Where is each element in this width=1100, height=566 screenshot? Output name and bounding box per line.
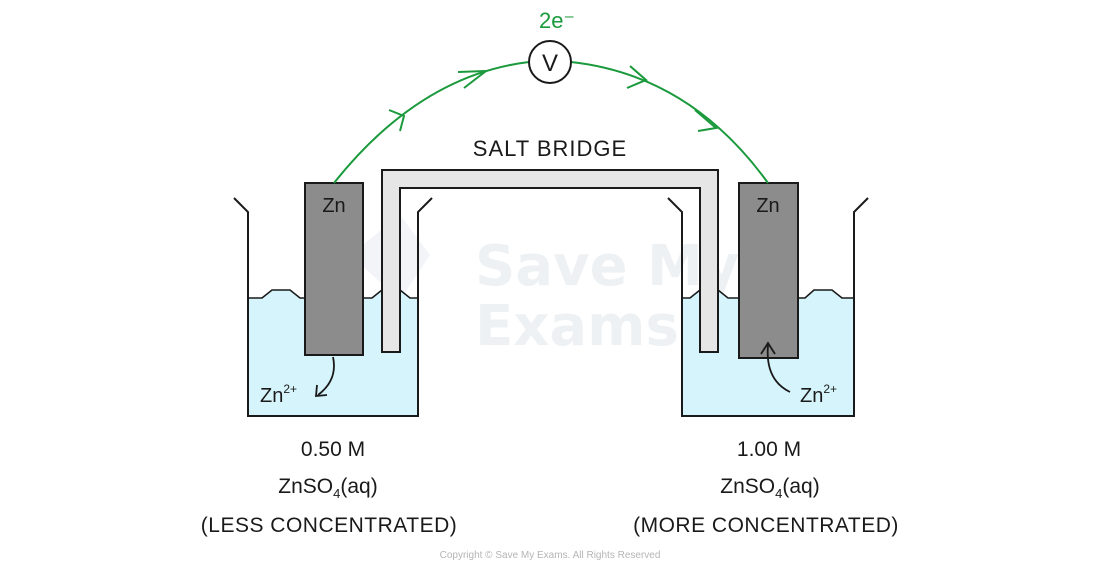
voltmeter: V: [528, 40, 572, 84]
right-beaker: [667, 197, 869, 417]
voltmeter-icon: [528, 40, 572, 84]
left-ion-arrow: [317, 356, 335, 396]
electron-arrow-icon: [388, 109, 406, 132]
voltmeter-symbol: V: [542, 50, 558, 77]
arrow-head-icon: [760, 341, 776, 355]
right-zinc-electrode: [738, 182, 799, 359]
left-electrode-label: Zn: [322, 195, 345, 217]
left-zinc-electrode: [304, 182, 364, 356]
left-solution: [248, 290, 418, 416]
left-beaker: [233, 197, 433, 417]
left-note: (LESS CONCENTRATED): [201, 514, 457, 537]
wire-left: [333, 61, 530, 184]
salt-bridge: [381, 169, 719, 353]
watermark-line1: Save My: [475, 234, 739, 299]
copyright-text: Copyright © Save My Exams. All Rights Re…: [440, 550, 661, 561]
electron-label: 2e⁻: [539, 8, 575, 33]
salt-bridge-label: SALT BRIDGE: [473, 136, 627, 161]
electron-arrow-icon: [626, 65, 648, 89]
left-solution-formula: ZnSO4(aq): [278, 475, 377, 501]
right-electrode-label: Zn: [756, 195, 779, 217]
right-ion-arrow: [766, 344, 791, 393]
electron-arrow-icon: [694, 109, 719, 132]
left-ion-label: Zn2+: [260, 382, 297, 407]
watermark: Save My Exams: [350, 215, 739, 359]
left-concentration: 0.50 M: [301, 438, 365, 461]
right-beaker-outline: [667, 197, 869, 417]
right-solution-formula: ZnSO4(aq): [720, 475, 819, 501]
right-solution: [682, 290, 854, 416]
right-note: (MORE CONCENTRATED): [633, 514, 899, 537]
electron-arrow-icon: [457, 69, 490, 89]
right-concentration: 1.00 M: [737, 438, 801, 461]
watermark-line2: Exams: [475, 294, 679, 359]
wire-right: [570, 61, 769, 184]
left-beaker-outline: [233, 197, 433, 417]
arrow-head-icon: [315, 384, 328, 397]
external-wire: [333, 61, 769, 184]
right-ion-label: Zn2+: [800, 382, 837, 407]
